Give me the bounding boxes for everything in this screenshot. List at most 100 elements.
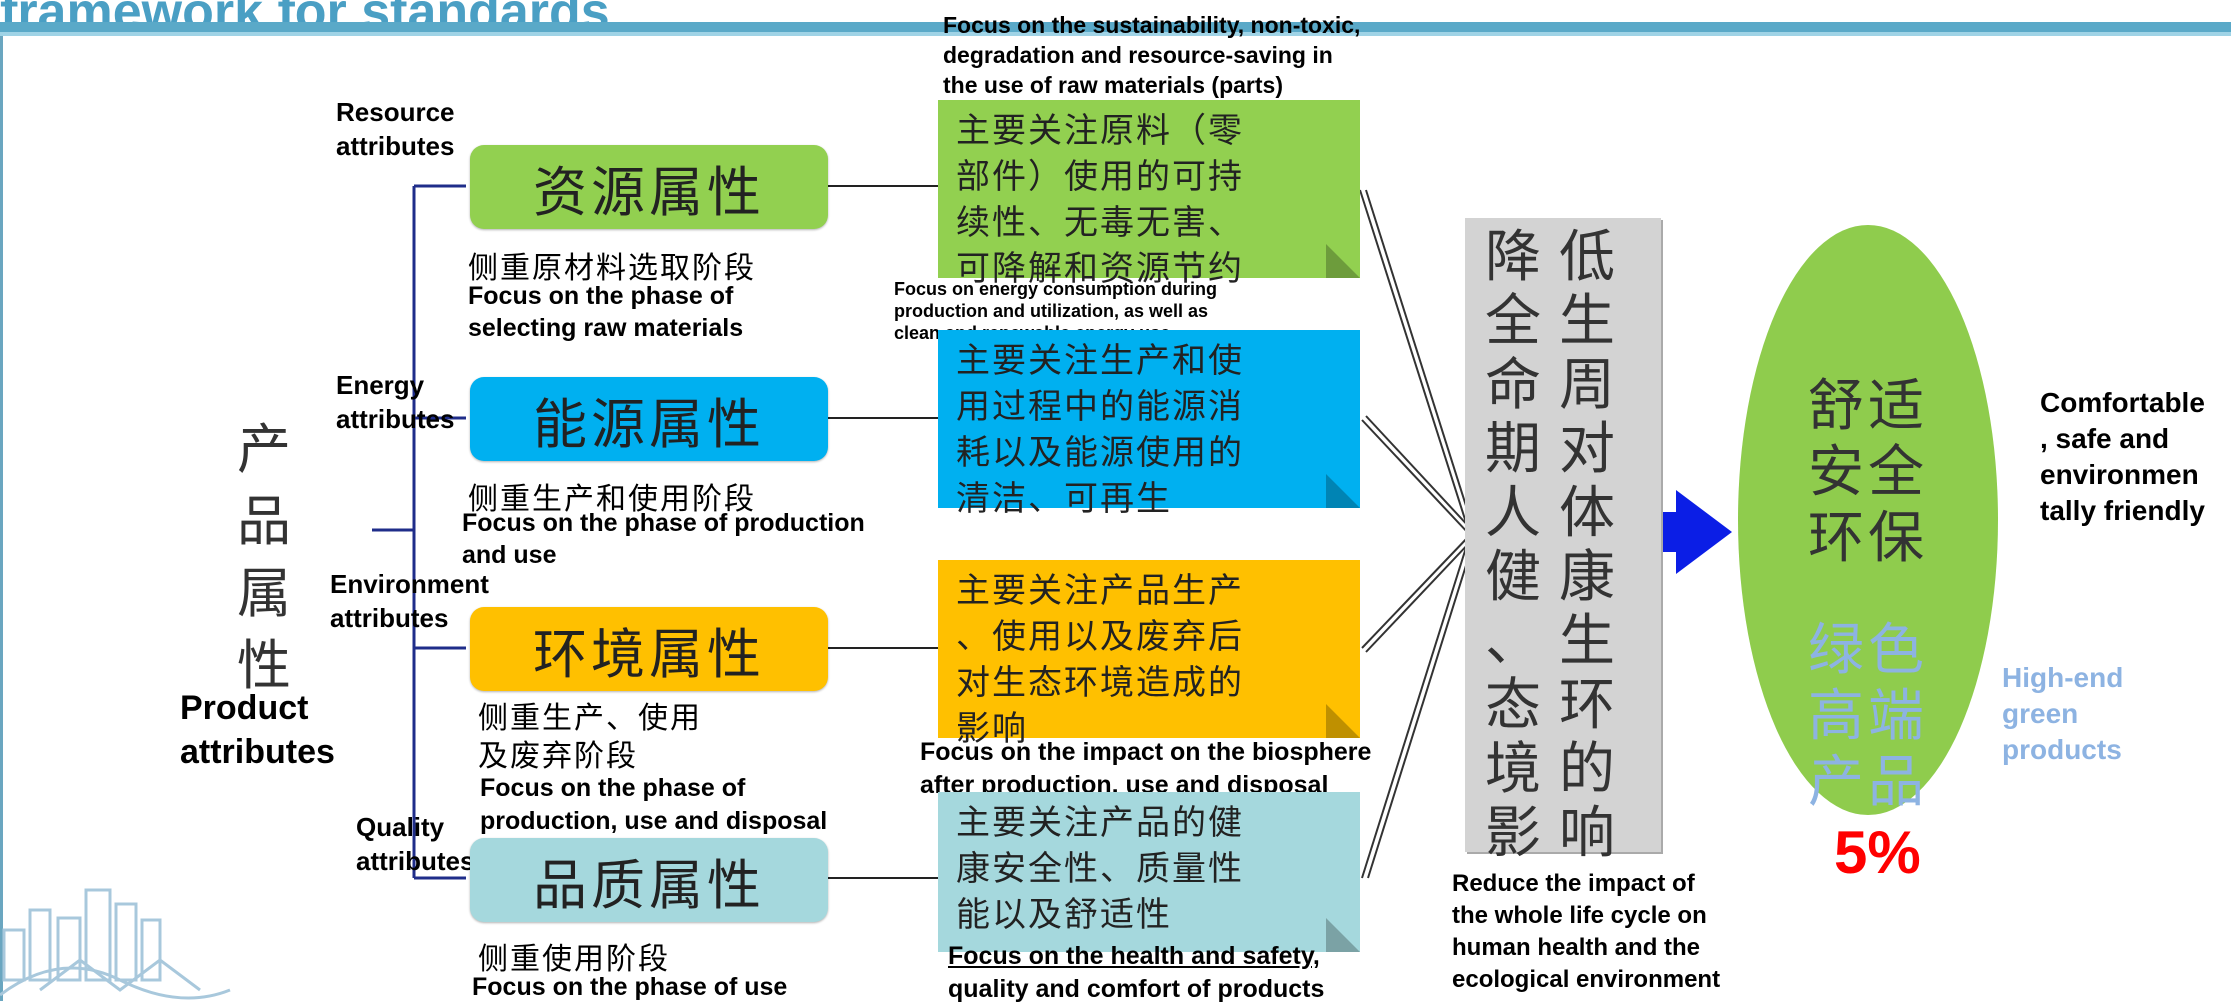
box-line: 清洁、可再生 — [956, 479, 1172, 519]
impact-char: 生 — [1559, 289, 1621, 354]
goal-zh-line: 高端 — [1808, 684, 1928, 749]
impact-char: 、 — [1485, 609, 1547, 674]
impact-char: 健 — [1485, 545, 1547, 610]
top-note: Focus on the sustainability, non-toxic, … — [943, 10, 1360, 100]
impact-char: 的 — [1559, 737, 1621, 802]
note-line: production and utilization, as well as — [894, 301, 1209, 321]
resource-description-box: 主要关注原料（零 部件）使用的可持 续性、无毒无害、 可降解和资源节约 — [938, 100, 1360, 289]
environment-zh-phase: 侧重生产、使用 及废弃阶段 — [478, 700, 702, 776]
impact-en-line: Reduce the impact of — [1452, 870, 1695, 897]
phase-line: production, use and disposal — [480, 807, 828, 835]
phase-line: Focus on the phase of production — [462, 509, 865, 537]
header-bar — [0, 22, 2231, 32]
goal-oval — [1738, 225, 1998, 815]
phase-line: Focus on the phase of — [468, 282, 734, 310]
box-line: 主要关注产品生产 — [956, 571, 1244, 611]
quality-zh-phase: 侧重使用阶段 — [478, 942, 670, 977]
impact-char: 周 — [1559, 353, 1621, 418]
box-line: 康安全性、质量性 — [956, 849, 1244, 889]
impact-char: 命 — [1485, 353, 1547, 418]
goal-en-line: tally friendly — [2040, 495, 2205, 526]
box-line: 用过程中的能源消 — [956, 387, 1244, 427]
label-line: Resource — [336, 97, 455, 127]
goal-zh-top: 舒适 安全 环保 — [1808, 374, 1928, 572]
goal-en-line: green — [2002, 698, 2079, 729]
quality-description-box: 主要关注产品的健 康安全性、质量性 能以及舒适性 — [938, 792, 1360, 952]
impact-zh-right-column: 低 生 周 对 体 康 生 环 的 响 — [1559, 226, 1619, 866]
goal-en-bottom: High-end green products — [2002, 660, 2123, 768]
impact-char: 全 — [1485, 289, 1547, 354]
goal-en-top: Comfortable , safe and environmen tally … — [2040, 385, 2205, 529]
label-line: Environment — [330, 569, 489, 599]
label-line: attributes — [336, 131, 455, 161]
impact-en-line: ecological environment — [1452, 966, 1721, 993]
impact-char: 期 — [1485, 417, 1547, 482]
label-line: Energy — [336, 370, 425, 400]
goal-en-line: , safe and — [2040, 423, 2170, 454]
impact-char: 响 — [1559, 801, 1621, 866]
impact-en-label: Reduce the impact of the whole life cycl… — [1452, 868, 1720, 996]
label-line: attributes — [356, 846, 475, 876]
box-line: 、使用以及废弃后 — [956, 617, 1244, 657]
note-line: Focus on energy consumption during — [894, 279, 1218, 299]
energy-attribute-box: 能源属性 — [470, 377, 828, 461]
impact-char: 生 — [1559, 609, 1621, 674]
label-line: attributes — [330, 603, 449, 633]
box-line: 主要关注产品的健 — [956, 803, 1244, 843]
box-line: 耗以及能源使用的 — [956, 433, 1244, 473]
quality-attribute-box: 品质属性 — [470, 838, 828, 922]
product-en-line: Product — [180, 689, 309, 727]
goal-zh-line: 产品 — [1808, 750, 1928, 815]
environment-en-label: Environment attributes — [330, 567, 489, 635]
goal-zh-line: 环保 — [1808, 506, 1928, 571]
box-line: 主要关注原料（零 — [956, 111, 1244, 151]
impact-char: 环 — [1559, 673, 1621, 738]
note-line: quality and comfort of products — [948, 975, 1325, 1003]
impact-zh-left-column: 降 全 命 期 人 健 、 态 境 影 — [1485, 226, 1545, 866]
box-line: 影响 — [956, 709, 1028, 749]
phase-line: and use — [462, 541, 557, 569]
environment-attribute-box: 环境属性 — [470, 607, 828, 691]
phase-line: 侧重生产、使用 — [478, 701, 702, 736]
impact-char: 人 — [1485, 481, 1547, 546]
impact-char: 态 — [1485, 673, 1547, 738]
box-line: 可降解和资源节约 — [956, 249, 1244, 289]
goal-en-line: products — [2002, 734, 2122, 765]
goal-zh-line: 绿色 — [1808, 618, 1928, 683]
header-line — [0, 32, 2231, 36]
label-line: Quality — [356, 812, 445, 842]
impact-char: 降 — [1485, 225, 1547, 290]
resource-attribute-box: 资源属性 — [470, 145, 828, 229]
goal-percent: 5% — [1834, 819, 1921, 886]
quality-en-label: Quality attributes — [356, 810, 474, 878]
impact-box: 降 全 命 期 人 健 、 态 境 影 低 生 周 对 体 康 生 环 的 响 — [1465, 218, 1661, 866]
environment-en-phase: Focus on the phase of production, use an… — [480, 772, 827, 838]
impact-char: 境 — [1485, 737, 1547, 802]
product-zh-char: 产 — [237, 418, 291, 481]
goal-en-line: environmen — [2040, 459, 2199, 490]
box-line: 主要关注生产和使 — [956, 341, 1244, 381]
resource-en-label: Resource attributes — [336, 95, 455, 163]
product-zh-char: 性 — [237, 634, 291, 697]
impact-en-line: the whole life cycle on — [1452, 902, 1707, 929]
product-zh-char: 品 — [237, 490, 291, 553]
top-note-line: degradation and resource-saving in — [943, 42, 1333, 68]
goal-zh-line: 舒适 — [1808, 374, 1928, 439]
phase-line: Focus on the phase of use — [472, 973, 788, 1001]
impact-char: 对 — [1559, 417, 1621, 482]
box-line: 续性、无毒无害、 — [956, 203, 1244, 243]
phase-line: 及废弃阶段 — [478, 739, 638, 774]
environment-description-box: 主要关注产品生产 、使用以及废弃后 对生态环境造成的 影响 — [938, 560, 1360, 749]
product-en-label: Product attributes — [180, 686, 335, 774]
note-line: Focus on the impact on the biosphere — [920, 738, 1372, 766]
product-zh-char: 属 — [237, 562, 291, 625]
goal-en-line: High-end — [2002, 662, 2124, 693]
box-line: 部件）使用的可持 — [956, 157, 1244, 197]
product-en-line: attributes — [180, 733, 335, 771]
impact-char: 体 — [1559, 481, 1621, 546]
impact-char: 低 — [1559, 225, 1621, 290]
box-line: 能以及舒适性 — [956, 895, 1172, 935]
phase-line: selecting raw materials — [468, 314, 744, 342]
goal-zh-bottom: 绿色 高端 产品 — [1808, 618, 1928, 816]
